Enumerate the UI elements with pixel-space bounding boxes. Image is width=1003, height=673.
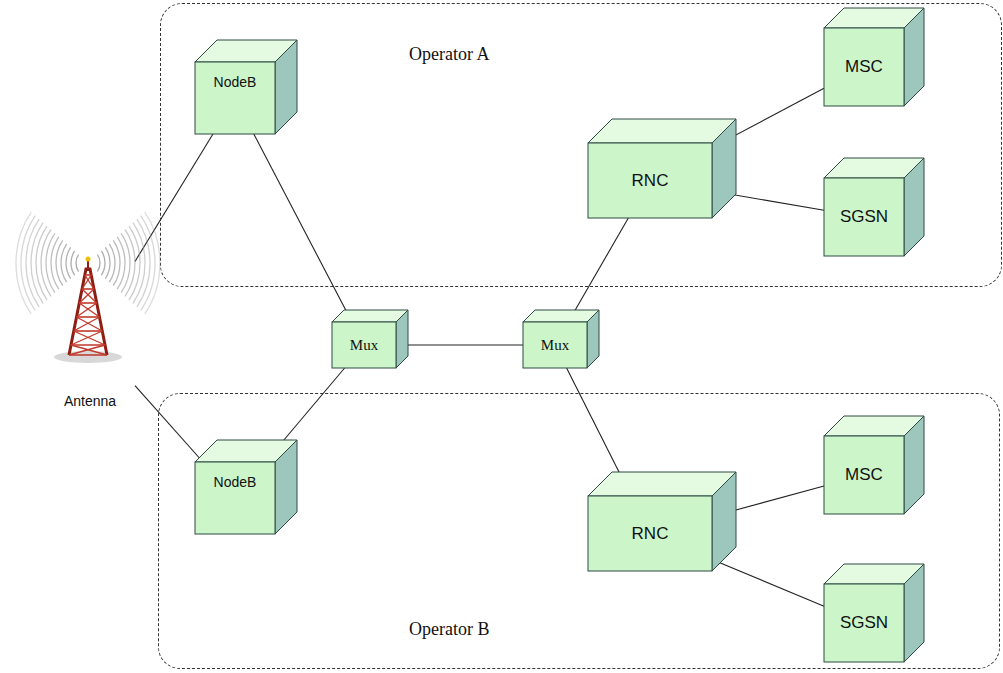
box-label: Mux — [350, 337, 378, 354]
msc-box: MSC — [824, 28, 904, 106]
box-label: RNC — [632, 171, 669, 191]
nodeb-box: NodeB — [195, 62, 275, 134]
msc-box: MSC — [824, 436, 904, 514]
box-label: RNC — [632, 524, 669, 544]
sgsn-box: SGSN — [824, 178, 904, 256]
cube-faces — [588, 119, 738, 220]
region-label: Operator A — [409, 44, 489, 65]
box-label: NodeB — [214, 474, 257, 490]
mux-box: Mux — [523, 322, 587, 368]
rnc-box: RNC — [588, 143, 712, 218]
link-line — [254, 134, 352, 322]
antenna-label: Antenna — [45, 393, 135, 409]
cube-faces — [588, 472, 738, 573]
rnc-box: RNC — [588, 496, 712, 571]
sgsn-box: SGSN — [824, 584, 904, 662]
link-line — [712, 559, 824, 606]
box-label: SGSN — [840, 613, 888, 633]
operator-region: NodeB RNC MSC SGSN Operator A — [160, 3, 1002, 287]
link-line — [396, 344, 523, 345]
box-label: Mux — [541, 337, 569, 354]
box-label: MSC — [845, 57, 883, 77]
link-line — [135, 134, 213, 261]
mux-box: Mux — [332, 322, 396, 368]
operator-region: NodeB RNC MSC SGSN Operator B — [158, 393, 1000, 669]
box-label: SGSN — [840, 207, 888, 227]
box-label: NodeB — [214, 74, 257, 90]
antenna-node: Antenna — [45, 255, 135, 415]
region-label: Operator B — [409, 619, 489, 640]
nodeb-box: NodeB — [195, 462, 275, 534]
box-label: MSC — [845, 465, 883, 485]
link-line — [568, 218, 628, 322]
link-line — [135, 386, 203, 462]
antenna-icon — [45, 255, 135, 415]
